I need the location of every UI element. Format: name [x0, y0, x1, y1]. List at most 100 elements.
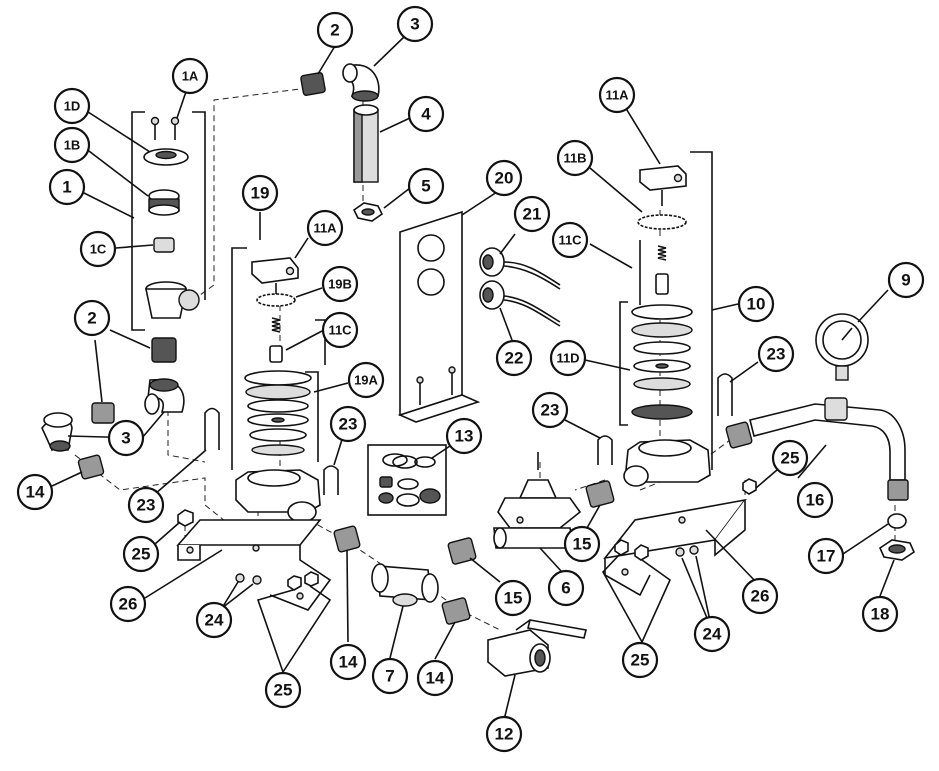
- leader-lines: [51, 35, 895, 721]
- callout-number: 11C: [558, 233, 582, 248]
- part-nuts-25-right: [614, 478, 757, 561]
- part-pipe-4: [353, 104, 379, 183]
- part-elbow-3a: [144, 378, 185, 415]
- callout-25-bottom: 25: [264, 671, 302, 709]
- part-nipple-2a: [151, 337, 177, 363]
- callout-17: 17: [807, 537, 845, 575]
- callout-circle: [53, 87, 91, 125]
- callout-number: 11A: [605, 88, 629, 103]
- callout-19: 19: [241, 174, 279, 212]
- part-gear-19b: [256, 293, 296, 307]
- callout-2-top: 2: [316, 11, 354, 49]
- callout-11a-right: 11A: [598, 76, 636, 114]
- callout-circle: [445, 417, 483, 455]
- part-screws-1a: [150, 116, 180, 140]
- callout-15-center: 15: [494, 579, 532, 617]
- callout-number: 14: [426, 669, 445, 688]
- callout-10: 10: [737, 285, 775, 323]
- callout-number: 6: [561, 579, 570, 598]
- callout-bubbles: 1 1A 1B 1C 1D 2 2 3 3 4 5 6 7 9 10 11A 1…: [16, 5, 925, 753]
- callout-19a: 19A: [347, 361, 385, 399]
- callout-circle: [757, 335, 795, 373]
- callout-26-left: 26: [109, 585, 147, 623]
- callout-circle: [887, 261, 925, 299]
- callout-11c-left: 11C: [321, 311, 359, 349]
- callout-circle: [598, 76, 636, 114]
- callout-circle: [737, 285, 775, 323]
- callout-23-right: 23: [531, 391, 569, 429]
- callout-25-far-right: 25: [771, 439, 809, 477]
- callout-14-bottom: 14: [416, 659, 454, 697]
- callout-9: 9: [887, 261, 925, 299]
- callout-circle: [531, 391, 569, 429]
- callout-number: 11D: [556, 351, 579, 366]
- callout-circle: [73, 299, 111, 337]
- callout-number: 11B: [563, 151, 586, 166]
- group-brackets: [131, 111, 713, 470]
- callout-circle: [329, 405, 367, 443]
- callout-number: 14: [26, 483, 45, 502]
- part-knob-11a-right: [639, 165, 687, 191]
- part-ferrule-17: [887, 513, 907, 529]
- callout-11d: 11D: [549, 339, 587, 377]
- part-valve-body-left: [235, 469, 321, 523]
- callout-number: 23: [767, 345, 786, 364]
- callout-number: 22: [505, 349, 524, 368]
- callout-2-left: 2: [73, 299, 111, 337]
- callout-circle: [549, 339, 587, 377]
- part-nipple-14a: [77, 454, 105, 480]
- callout-25-left: 25: [122, 535, 160, 573]
- callout-number: 24: [703, 625, 722, 644]
- callout-26-right: 26: [741, 577, 779, 615]
- callout-number: 9: [901, 271, 910, 290]
- part-nipple-14b: [333, 525, 361, 553]
- callout-number: 10: [747, 295, 766, 314]
- callout-circle: [316, 11, 354, 49]
- part-elbow-3b: [41, 412, 73, 452]
- part-gauge-9: [815, 313, 869, 381]
- callout-number: 13: [455, 427, 474, 446]
- callout-circle: [495, 339, 533, 377]
- callout-14-left: 14: [16, 473, 54, 511]
- callout-circle: [321, 311, 359, 349]
- callout-circle: [306, 209, 344, 247]
- callout-circle: [407, 95, 445, 133]
- callout-circle: [621, 641, 659, 679]
- callout-circle: [264, 671, 302, 709]
- part-diaphragm-stack-11d: [631, 304, 693, 420]
- callout-circle: [371, 657, 409, 695]
- callout-circle: [547, 569, 585, 607]
- callout-number: 20: [495, 169, 514, 188]
- callout-number: 23: [339, 415, 358, 434]
- callout-circle: [16, 473, 54, 511]
- part-locknut-5: [352, 202, 384, 222]
- callout-13: 13: [445, 417, 483, 455]
- callout-number: 3: [410, 15, 419, 34]
- callout-circle: [556, 139, 594, 177]
- callout-number: 5: [421, 177, 430, 196]
- callout-23-center: 23: [329, 405, 367, 443]
- callout-circle: [407, 167, 445, 205]
- callout-circle: [241, 174, 279, 212]
- callout-circle: [563, 525, 601, 563]
- callout-number: 25: [274, 681, 293, 700]
- part-nipple-2b: [91, 402, 115, 424]
- callout-20: 20: [485, 159, 523, 197]
- callout-14-center: 14: [329, 643, 367, 681]
- callout-number: 1: [62, 178, 71, 197]
- callout-1: 1: [48, 168, 86, 206]
- parts-line-art: [41, 63, 916, 677]
- callout-circle: [329, 643, 367, 681]
- callout-number: 12: [495, 725, 514, 744]
- part-elbow-3c: [342, 63, 380, 102]
- callout-number: 15: [573, 535, 592, 554]
- callout-number: 15: [504, 589, 523, 608]
- callout-21: 21: [513, 195, 551, 233]
- part-insert-1c: [153, 237, 175, 253]
- callout-number: 24: [205, 611, 224, 630]
- callout-22: 22: [495, 339, 533, 377]
- callout-number: 1B: [64, 138, 81, 153]
- callout-number: 1A: [182, 69, 199, 84]
- part-spring-11c-right: [655, 245, 669, 295]
